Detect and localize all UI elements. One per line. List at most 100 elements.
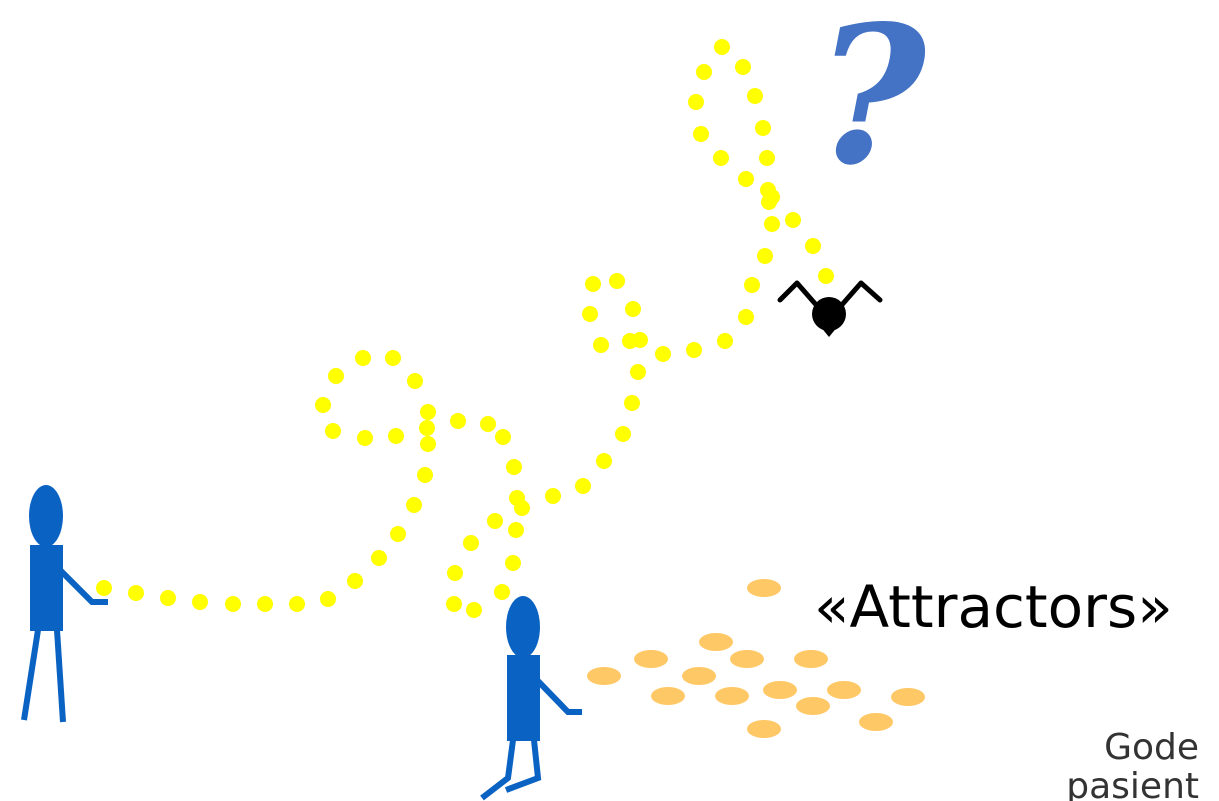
path-dot bbox=[192, 594, 208, 610]
path-dot bbox=[385, 350, 401, 366]
path-dot bbox=[760, 182, 776, 198]
path-dot bbox=[714, 39, 730, 55]
path-dot bbox=[480, 416, 496, 432]
path-dot bbox=[315, 397, 331, 413]
path-dot bbox=[624, 395, 640, 411]
path-dot bbox=[693, 126, 709, 142]
path-dot bbox=[508, 522, 524, 538]
attractor-dot bbox=[682, 667, 716, 685]
path-dot bbox=[785, 212, 801, 228]
figure-leg-left bbox=[480, 739, 516, 801]
path-dot bbox=[717, 333, 733, 349]
wandering-path-dots bbox=[96, 39, 834, 618]
attractor-dot bbox=[747, 579, 781, 597]
attractor-dot bbox=[859, 713, 893, 731]
path-dot bbox=[371, 550, 387, 566]
path-dot bbox=[696, 64, 712, 80]
path-dot bbox=[609, 273, 625, 289]
path-dot bbox=[686, 342, 702, 358]
path-dot bbox=[466, 602, 482, 618]
figure-leg-left bbox=[21, 629, 41, 721]
path-dot bbox=[419, 420, 435, 436]
path-dot bbox=[713, 150, 729, 166]
path-dot bbox=[593, 337, 609, 353]
figure-body bbox=[30, 545, 63, 631]
path-dot bbox=[289, 596, 305, 612]
attractor-dot bbox=[715, 687, 749, 705]
question-mark: ? bbox=[815, 0, 928, 207]
attractor-dots bbox=[587, 579, 925, 738]
path-dot bbox=[355, 350, 371, 366]
path-dot bbox=[357, 430, 373, 446]
path-dot bbox=[487, 513, 503, 529]
path-dot bbox=[447, 565, 463, 581]
figure-head bbox=[29, 485, 63, 547]
path-dot bbox=[128, 585, 144, 601]
path-dot bbox=[761, 194, 777, 210]
path-dot bbox=[420, 404, 436, 420]
path-dot bbox=[406, 497, 422, 513]
attractor-dot bbox=[730, 650, 764, 668]
path-dot bbox=[450, 413, 466, 429]
attractor-dot bbox=[699, 633, 733, 651]
path-dot bbox=[420, 436, 436, 452]
path-dot bbox=[744, 277, 760, 293]
path-dot bbox=[160, 590, 176, 606]
path-dot bbox=[320, 591, 336, 607]
figure-body bbox=[507, 655, 540, 741]
path-dot bbox=[818, 268, 834, 284]
attractor-dot bbox=[891, 688, 925, 706]
path-dot bbox=[494, 584, 510, 600]
insect-tail bbox=[820, 326, 838, 337]
attractor-dot bbox=[763, 681, 797, 699]
attractor-dot bbox=[587, 667, 621, 685]
path-dot bbox=[596, 453, 612, 469]
insect-right-wing bbox=[837, 280, 883, 310]
path-dot bbox=[630, 364, 646, 380]
path-dot bbox=[225, 596, 241, 612]
figure-head bbox=[506, 596, 540, 658]
path-dot bbox=[328, 368, 344, 384]
path-dot bbox=[505, 555, 521, 571]
path-dot bbox=[514, 500, 530, 516]
figure-leg-right bbox=[504, 739, 542, 793]
path-dot bbox=[585, 276, 601, 292]
path-dot bbox=[755, 120, 771, 136]
path-dot bbox=[506, 459, 522, 475]
logo: Gode pasient bbox=[1066, 727, 1199, 801]
path-dot bbox=[463, 535, 479, 551]
attractor-dot bbox=[796, 697, 830, 715]
path-dot bbox=[388, 428, 404, 444]
insect-body bbox=[812, 297, 846, 331]
path-dot bbox=[632, 332, 648, 348]
path-dot bbox=[805, 238, 821, 254]
figure-arm bbox=[57, 567, 108, 605]
figure-leg-right bbox=[54, 629, 66, 723]
path-dot bbox=[655, 346, 671, 362]
attractor-dot bbox=[651, 687, 685, 705]
path-dot bbox=[407, 373, 423, 389]
path-dot bbox=[325, 423, 341, 439]
path-dot bbox=[347, 573, 363, 589]
path-dot bbox=[582, 306, 598, 322]
path-dot bbox=[735, 59, 751, 75]
path-dot bbox=[615, 426, 631, 442]
figure-arm bbox=[534, 677, 582, 715]
path-dot bbox=[545, 488, 561, 504]
logo-line-1: Gode bbox=[1104, 727, 1199, 768]
logo-line-2: pasient bbox=[1066, 766, 1199, 801]
path-dot bbox=[96, 580, 112, 596]
insect-left-wing bbox=[777, 280, 821, 310]
path-dot bbox=[764, 216, 780, 232]
attractor-dot bbox=[827, 681, 861, 699]
path-dot bbox=[759, 150, 775, 166]
path-dot bbox=[738, 171, 754, 187]
path-dot bbox=[417, 467, 433, 483]
path-dot bbox=[575, 478, 591, 494]
path-dot bbox=[257, 596, 273, 612]
stick-person-icon bbox=[480, 596, 582, 801]
path-dot bbox=[738, 309, 754, 325]
path-dot bbox=[495, 429, 511, 445]
path-dot bbox=[390, 526, 406, 542]
